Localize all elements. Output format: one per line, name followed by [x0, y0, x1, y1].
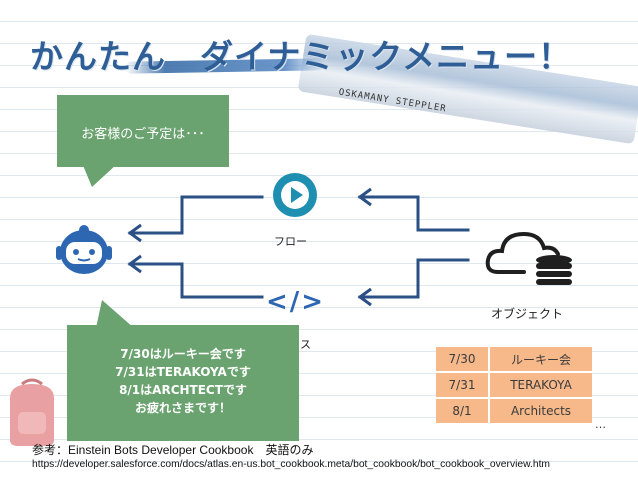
more-ellipsis: …: [595, 418, 606, 431]
answer-line: 8/1はARCHTECTです: [119, 383, 247, 397]
arrowhead-code: [357, 287, 372, 307]
arrow-object-to-code: [358, 258, 470, 299]
speech-bubble-answer: 7/30はルーキー会です 7/31はTERAKOYAです 8/1はARCHTEC…: [67, 325, 299, 441]
cloud-database-icon: [485, 231, 572, 285]
speech-bubble-question: お客様のご予定は･･･: [57, 95, 229, 167]
object-label: オブジェクト: [491, 307, 564, 321]
backpack-icon: [10, 378, 54, 446]
arrowhead-bot-bottom: [127, 254, 142, 274]
speech-bubble-tail: [96, 300, 134, 328]
bot-avatar-icon: [56, 225, 112, 274]
reference-text: 参考：Einstein Bots Developer Cookbook 英語のみ: [32, 443, 314, 457]
answer-line: 7/30はルーキー会です: [120, 347, 246, 361]
answer-line: お疲れさまです！: [134, 401, 231, 415]
event-cell: TERAKOYA: [490, 373, 592, 397]
flow-label: フロー: [274, 235, 307, 248]
bubble-question-text: お客様のご予定は･･･: [81, 127, 205, 142]
table-row: 7/30 ルーキー会: [436, 347, 592, 371]
code-icon: </>: [266, 287, 326, 317]
reference-url[interactable]: https://developer.salesforce.com/docs/at…: [32, 459, 551, 470]
arrowhead-flow: [357, 187, 372, 207]
date-cell: 7/30: [436, 347, 490, 371]
arrow-object-to-flow: [358, 195, 470, 232]
code-label-partial: ス: [300, 338, 311, 351]
event-cell: Architects: [490, 399, 592, 423]
play-flow-icon: [273, 173, 317, 217]
answer-line: 7/31はTERAKOYAです: [115, 365, 251, 379]
date-cell: 8/1: [436, 399, 490, 423]
arrowhead-bot-top: [127, 223, 142, 243]
speech-bubble-tail: [82, 163, 118, 187]
table-row: 8/1 Architects: [436, 399, 592, 423]
page-title: かんたん ダイナミックメニュー！: [30, 37, 573, 76]
date-cell: 7/31: [436, 373, 490, 397]
arrow-code-to-bot: [128, 262, 264, 299]
schedule-table: 7/30 ルーキー会 7/31 TERAKOYA 8/1 Architects: [436, 345, 592, 425]
arrow-flow-to-bot: [128, 195, 264, 235]
event-cell: ルーキー会: [490, 347, 592, 371]
table-row: 7/31 TERAKOYA: [436, 373, 592, 397]
